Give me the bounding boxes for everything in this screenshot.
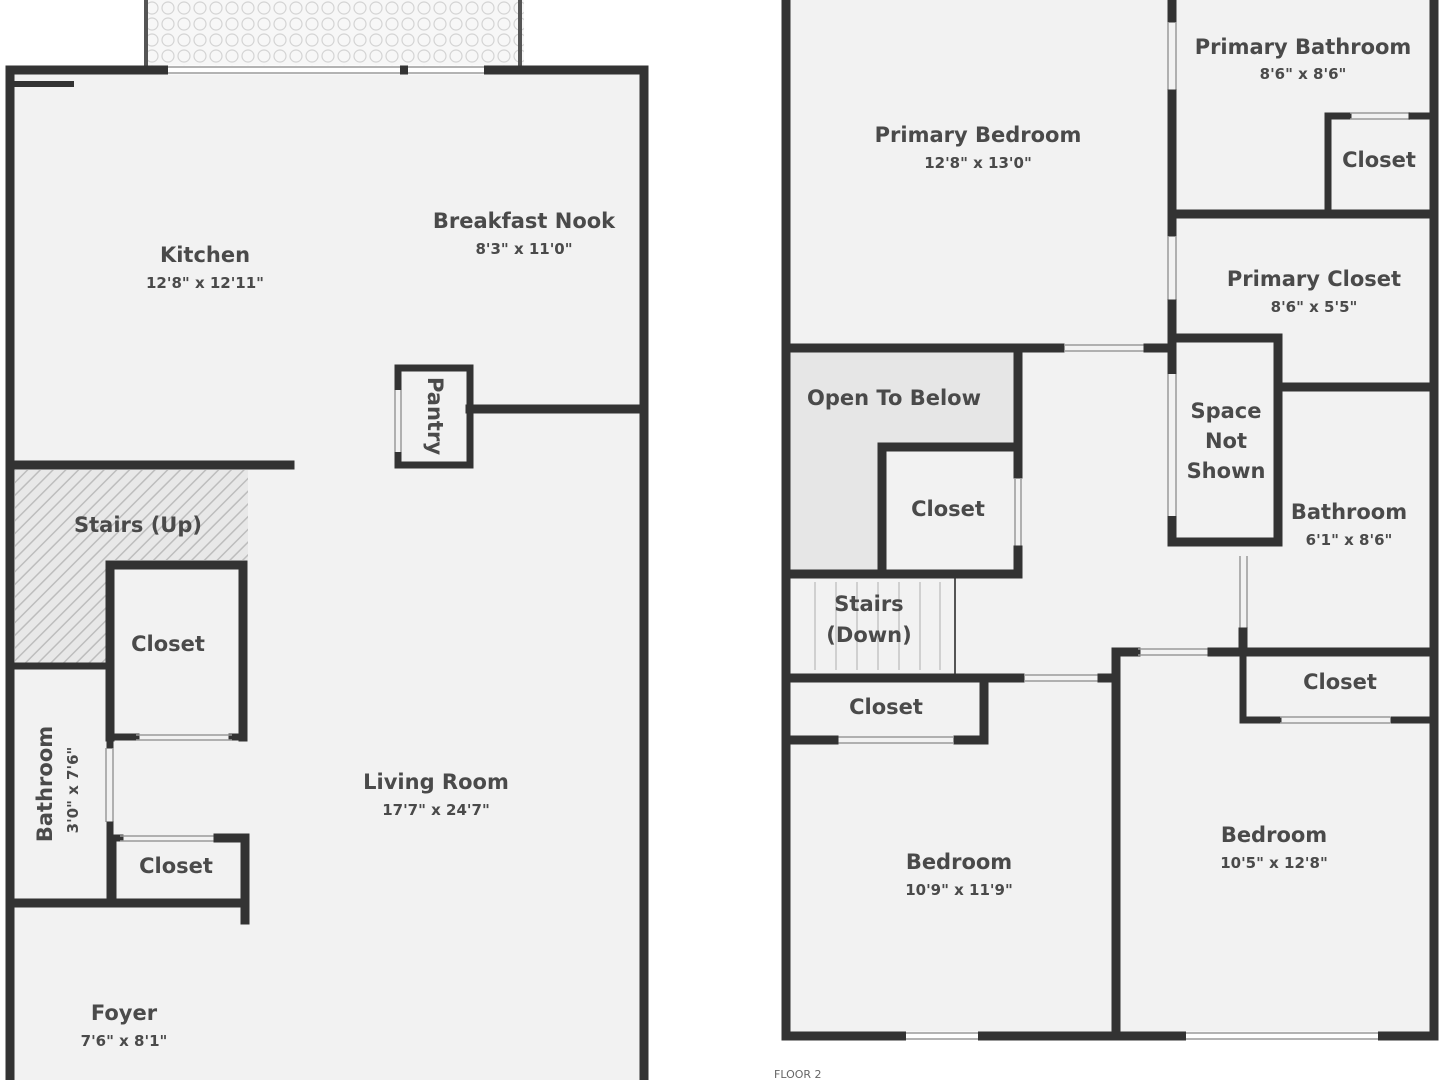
floor-2-exterior-wall — [781, 0, 1439, 1041]
primary-closet-label: Primary Closet — [1227, 267, 1401, 291]
bedroom-right-label: Bedroom — [1221, 823, 1327, 847]
primary-bath-closet-label: Closet — [1342, 148, 1416, 172]
bathroom-1-dims: 3'0" x 7'6" — [64, 747, 82, 834]
primary-bedroom-dims: 12'8" x 13'0" — [924, 154, 1032, 172]
stairs-up-label: Stairs (Up) — [74, 513, 202, 537]
bathroom-2-label: Bathroom — [1291, 500, 1407, 524]
floor-2: Primary Bedroom 12'8" x 13'0" Primary Ba… — [774, 0, 1439, 1080]
kitchen-label: Kitchen — [160, 243, 250, 267]
breakfast-nook-label: Breakfast Nook — [433, 209, 616, 233]
closet-b-label: Closet — [139, 854, 213, 878]
floor-2-label: FLOOR 2 — [774, 1068, 822, 1080]
floor-1-area — [10, 70, 644, 1080]
foyer-label: Foyer — [91, 1001, 158, 1025]
breakfast-nook-dims: 8'3" x 11'0" — [475, 240, 572, 258]
space-not-shown-label-2: Not — [1205, 429, 1247, 453]
bedroom-right-dims: 10'5" x 12'8" — [1220, 854, 1328, 872]
stairs-down-label-2: (Down) — [826, 623, 911, 647]
space-not-shown-label-3: Shown — [1187, 459, 1266, 483]
stairs-down-label-1: Stairs — [834, 592, 903, 616]
stairs-down-treads — [814, 582, 941, 670]
primary-closet-dims: 8'6" x 5'5" — [1271, 298, 1358, 316]
bathroom-2-dims: 6'1" x 8'6" — [1306, 531, 1393, 549]
bedroom-closet-left-label: Closet — [849, 695, 923, 719]
stairs-up-hatch — [15, 470, 248, 665]
open-to-below-label: Open To Below — [807, 386, 981, 410]
open-to-below-area — [790, 352, 1018, 570]
bedroom-left-dims: 10'9" x 11'9" — [905, 881, 1013, 899]
primary-bathroom-dims: 8'6" x 8'6" — [1260, 65, 1347, 83]
bathroom-1-label: Bathroom — [33, 726, 57, 842]
closet-a-label: Closet — [131, 632, 205, 656]
bedroom-closet-right-label: Closet — [1303, 670, 1377, 694]
floor-1: Kitchen 12'8" x 12'11" Breakfast Nook 8'… — [5, 0, 649, 1080]
living-room-dims: 17'7" x 24'7" — [382, 801, 490, 819]
bedroom-left-label: Bedroom — [906, 850, 1012, 874]
space-not-shown-label-1: Space — [1190, 399, 1261, 423]
kitchen-dims: 12'8" x 12'11" — [146, 274, 264, 292]
hall-closet-label: Closet — [911, 497, 985, 521]
primary-bathroom-label: Primary Bathroom — [1195, 35, 1412, 59]
primary-bedroom-label: Primary Bedroom — [875, 123, 1082, 147]
foyer-dims: 7'6" x 8'1" — [81, 1032, 168, 1050]
living-room-label: Living Room — [363, 770, 509, 794]
deck — [146, 0, 524, 68]
pantry-label: Pantry — [423, 377, 447, 455]
